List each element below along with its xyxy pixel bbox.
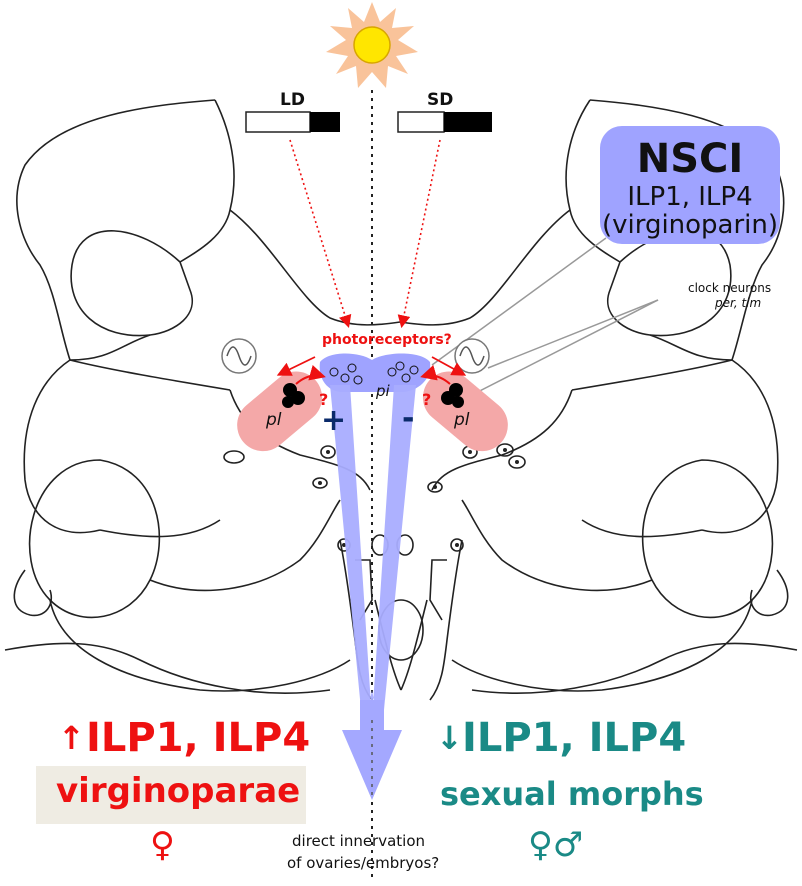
nsci-box: NSCI ILP1, ILP4 (virginoparin) <box>600 126 780 244</box>
ld-bar <box>246 112 340 132</box>
innervation-note-line1: direct innervation <box>292 834 425 849</box>
sd-light-arrow <box>402 140 440 325</box>
pi-label: pi <box>376 384 390 399</box>
ld-label: LD <box>280 92 305 109</box>
left-hormones: ILP1, ILP4 <box>86 718 310 758</box>
clock-pointer-a <box>462 300 658 400</box>
clock-pointer-b <box>488 300 658 368</box>
nsci-hormones: ILP1, ILP4 <box>600 182 780 212</box>
left-up-arrow: ↑ <box>58 722 85 754</box>
photoreceptors-label: photoreceptors? <box>322 333 452 347</box>
pl-label-left: pl <box>266 412 282 429</box>
sd-label: SD <box>427 92 453 109</box>
right-morph: sexual morphs <box>440 778 704 810</box>
female-symbol-left: ♀ <box>150 828 175 862</box>
left-morph: virginoparae <box>56 774 300 808</box>
oscillation-icon-right <box>455 339 489 373</box>
ld-light-arrow <box>290 140 348 325</box>
clock-genes-label: per, tim <box>715 297 761 309</box>
clock-neurons-label: clock neurons <box>688 282 771 294</box>
minus-sign: - <box>402 404 414 434</box>
right-down-arrow: ↓ <box>436 722 463 754</box>
female-male-symbols: ♀♂ <box>528 828 583 862</box>
photoreceptor-arrow-left <box>280 357 315 374</box>
innervation-note-line2: of ovaries/embryos? <box>287 856 439 871</box>
projection-arrow <box>330 385 416 800</box>
sun-icon <box>326 2 418 88</box>
sd-bar <box>398 112 492 132</box>
pl-label-right: pl <box>454 412 470 429</box>
nsci-title: NSCI <box>600 136 780 182</box>
nsci-hormone-name: (virginoparin) <box>600 210 780 240</box>
question-mark-right: ? <box>422 392 431 408</box>
oscillation-icon-left <box>222 339 256 373</box>
right-hormones: ILP1, ILP4 <box>462 718 686 758</box>
plus-sign: + <box>321 406 346 436</box>
